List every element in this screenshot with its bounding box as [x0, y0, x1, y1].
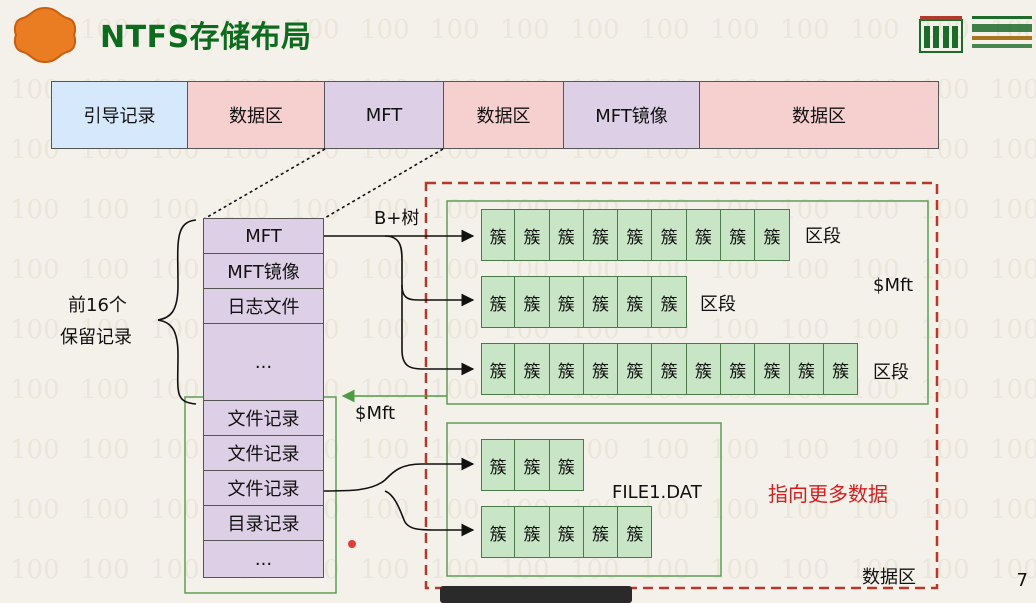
mft-row: MFT	[203, 218, 324, 254]
cluster-cell: 簇	[549, 506, 584, 558]
cluster-cell: 簇	[481, 209, 516, 261]
data-area-dashed-box	[424, 181, 939, 590]
file1-extent-row-1: 簇簇簇	[481, 439, 584, 491]
reserved-label-line1: 前16个	[68, 295, 127, 316]
btree-label: B+树	[374, 208, 420, 229]
presentation-toolbar[interactable]	[440, 586, 632, 603]
segment-boot-record: 引导记录	[51, 81, 188, 149]
university-logo-icon	[919, 16, 1032, 53]
cluster-cell: 簇	[686, 209, 722, 261]
reserved-label-line2: 保留记录	[60, 327, 132, 348]
mft-ref-label: $Mft	[355, 403, 396, 424]
reserved-records-brace	[157, 219, 197, 405]
file1-label: FILE1.DAT	[612, 482, 702, 503]
mft-row: 文件记录	[203, 436, 324, 471]
cluster-cell: 簇	[618, 276, 653, 328]
mft-row: ...	[203, 541, 324, 578]
mft-box-label: $Mft	[873, 275, 914, 296]
cluster-cell: 簇	[755, 343, 790, 395]
cluster-cell: 簇	[515, 276, 550, 328]
cluster-cell: 簇	[721, 343, 756, 395]
cluster-cell: 簇	[789, 343, 824, 395]
cluster-cell: 簇	[549, 439, 584, 491]
segment-data-area-3: 数据区	[700, 81, 939, 149]
cluster-cell: 簇	[583, 506, 619, 558]
cluster-cell: 簇	[583, 276, 619, 328]
segment-data-area-2: 数据区	[444, 81, 564, 149]
cluster-cell: 簇	[583, 343, 619, 395]
cluster-cell: 簇	[549, 343, 584, 395]
cluster-cell: 簇	[618, 343, 653, 395]
cluster-cell: 簇	[721, 209, 756, 261]
file1-extent-row-2: 簇簇簇簇簇	[481, 506, 653, 558]
cluster-cell: 簇	[481, 439, 516, 491]
more-data-label: 指向更多数据	[768, 482, 888, 506]
mft-row: ...	[203, 324, 324, 401]
pointer-dot	[348, 540, 356, 548]
cluster-cell: 簇	[481, 276, 516, 328]
cluster-cell: 簇	[549, 276, 584, 328]
mft-row: 目录记录	[203, 506, 324, 541]
cluster-cell: 簇	[481, 343, 516, 395]
cluster-cell: 簇	[652, 276, 687, 328]
cluster-cell: 簇	[515, 506, 550, 558]
cluster-cell: 簇	[755, 209, 790, 261]
extent-label-1: 区段	[805, 226, 841, 247]
cluster-cell: 簇	[618, 506, 653, 558]
cluster-cell: 簇	[481, 506, 516, 558]
cluster-cell: 簇	[515, 439, 550, 491]
zoom-line-left	[203, 148, 326, 220]
cluster-cell: 簇	[686, 343, 722, 395]
extent-label-2: 区段	[700, 294, 736, 315]
zoom-line-right	[322, 148, 444, 220]
cluster-cell: 簇	[515, 209, 550, 261]
mft-extents-box	[446, 200, 929, 405]
cluster-cell: 簇	[583, 209, 619, 261]
extent-row-1: 簇簇簇簇簇簇簇簇簇	[481, 209, 790, 261]
cluster-cell: 簇	[618, 209, 653, 261]
cluster-cell: 簇	[549, 209, 584, 261]
segment-mft: MFT	[325, 81, 444, 149]
cluster-cell: 簇	[823, 343, 859, 395]
file1-box	[446, 422, 722, 577]
segment-mft-mirror: MFT镜像	[564, 81, 700, 149]
extent-label-3: 区段	[873, 362, 909, 383]
cluster-cell: 簇	[652, 343, 687, 395]
mft-record-stack: MFT MFT镜像 日志文件 ... 文件记录 文件记录 文件记录 目录记录 .…	[203, 218, 324, 578]
segment-data-area-1: 数据区	[188, 81, 325, 149]
page-title: NTFS存储布局	[100, 20, 312, 55]
mft-row: MFT镜像	[203, 254, 324, 289]
page-number: 7	[1016, 570, 1028, 591]
extent-row-2: 簇簇簇簇簇簇	[481, 276, 687, 328]
mft-row: 文件记录	[203, 401, 324, 436]
mft-row: 日志文件	[203, 289, 324, 324]
ntfs-layout-bar: 引导记录 数据区 MFT 数据区 MFT镜像 数据区	[51, 81, 939, 149]
cluster-cell: 簇	[652, 209, 687, 261]
title-badge-icon	[13, 6, 77, 64]
mft-row: 文件记录	[203, 471, 324, 506]
extent-row-3: 簇簇簇簇簇簇簇簇簇簇簇	[481, 343, 859, 395]
data-area-label: 数据区	[862, 567, 916, 588]
cluster-cell: 簇	[515, 343, 550, 395]
